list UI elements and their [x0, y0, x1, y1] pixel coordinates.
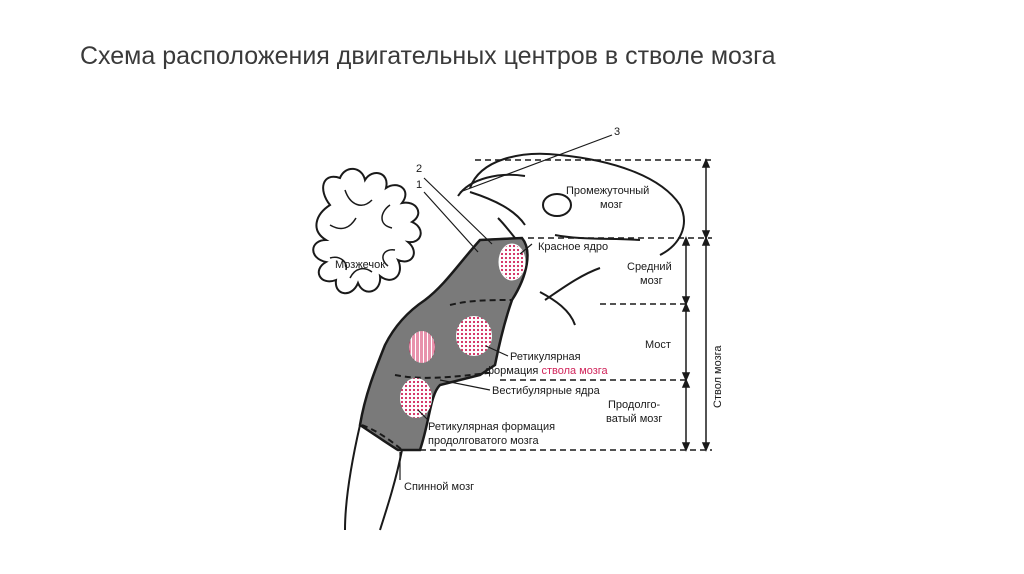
label-diencephalon-1: Промежуточный — [566, 185, 649, 197]
label-reticular-2a: формация ствола мозга — [485, 365, 609, 377]
label-red-nucleus: Красное ядро — [538, 241, 608, 253]
label-reticular-med-2: продолговатого мозга — [428, 435, 539, 447]
callout-3: 3 — [614, 126, 620, 138]
label-midbrain-1: Средний — [627, 261, 672, 273]
label-cerebellum: Мозжечок — [335, 259, 385, 271]
cerebellum-outline — [313, 169, 420, 293]
label-vestibular: Вестибулярные ядра — [492, 385, 601, 397]
pons-reticular-spot — [456, 316, 492, 356]
label-midbrain-2: мозг — [640, 275, 663, 287]
label-brainstem: Ствол мозга — [712, 345, 724, 408]
label-diencephalon-2: мозг — [600, 199, 623, 211]
label-spinal-cord: Спинной мозг — [404, 481, 474, 493]
label-pons: Мост — [645, 339, 671, 351]
medulla-reticular-spot — [400, 378, 432, 418]
diencephalon-nucleus — [543, 194, 571, 216]
callout-1: 1 — [416, 179, 422, 191]
label-reticular-1: Ретикулярная — [510, 351, 581, 363]
red-nucleus-spot — [499, 244, 525, 280]
dimension-arrows — [683, 160, 709, 450]
label-reticular-med-1: Ретикулярная формация — [428, 421, 555, 433]
callout-2: 2 — [416, 163, 422, 175]
label-medulla-2: ватый мозг — [606, 413, 662, 425]
vestibular-hatch-spot — [409, 331, 435, 363]
label-medulla-1: Продолго- — [608, 399, 661, 411]
